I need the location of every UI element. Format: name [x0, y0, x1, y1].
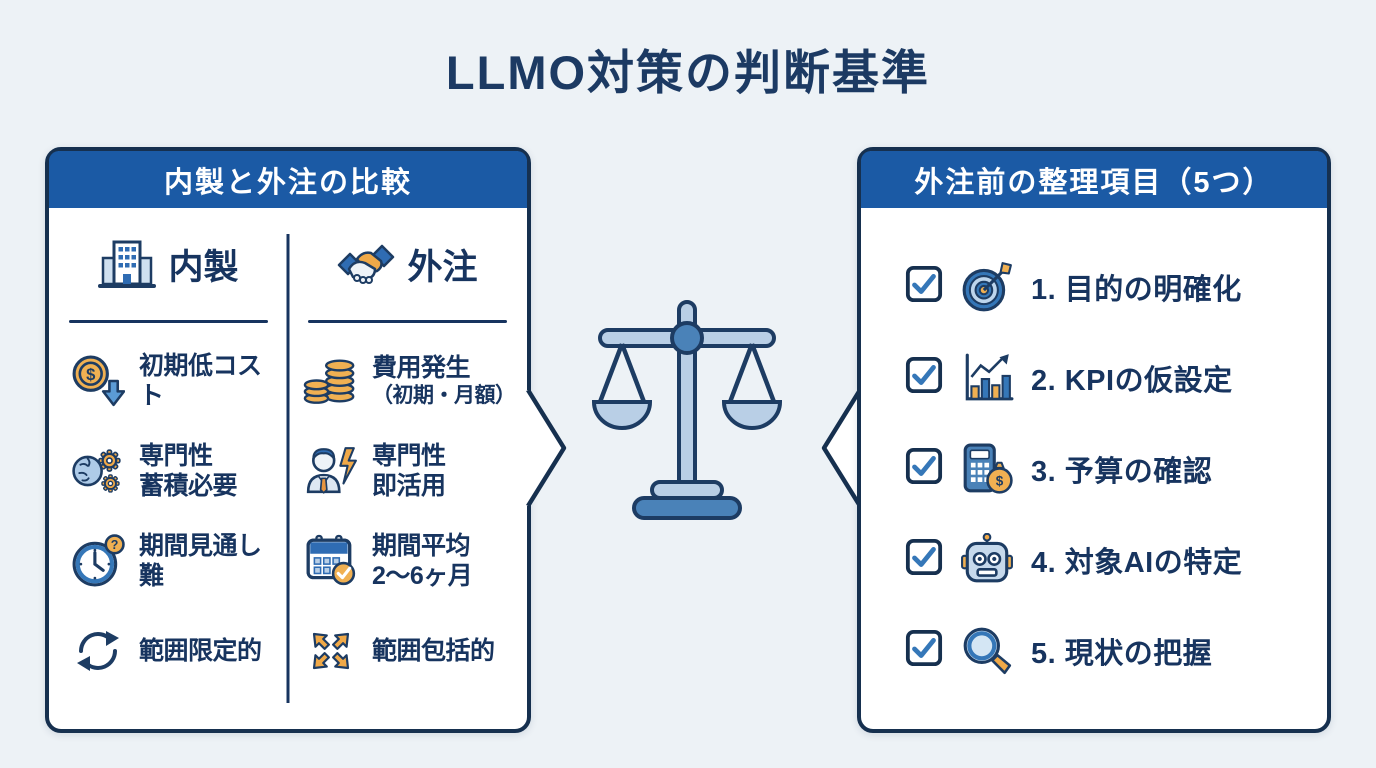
item-label: 期間見通し難	[139, 531, 262, 590]
item-label: （初期・月額）	[372, 383, 516, 407]
coin-stack-icon	[302, 355, 360, 407]
checklist-item-kpi: 2. KPIの仮設定	[905, 332, 1327, 423]
checklist-item-label: 4. 対象AIの特定	[1031, 546, 1243, 579]
column-inhouse: 内製 $ 初期低コスト	[49, 208, 288, 729]
column-divider	[286, 234, 290, 703]
item-label: 専門性	[372, 441, 446, 470]
bar-chart-icon	[958, 351, 1016, 405]
checkbox[interactable]	[905, 265, 943, 308]
item-label: 範囲包括的	[372, 636, 495, 665]
item-label: 期間平均	[372, 531, 471, 560]
checklist: 1. 目的の明確化 2. KPIの仮設定	[861, 208, 1327, 696]
outsource-item-expertise: 専門性即活用	[302, 427, 523, 514]
checklist-item-label: 2. KPIの仮設定	[1031, 364, 1233, 397]
svg-text:$: $	[86, 364, 95, 383]
checkbox[interactable]	[905, 447, 943, 490]
consultant-bolt-icon	[302, 444, 360, 498]
item-label: 専門性	[139, 441, 213, 470]
checklist-panel-header: 外注前の整理項目（5つ）	[861, 151, 1327, 208]
svg-text:?: ?	[111, 538, 119, 552]
column-outsource-label: 外注	[407, 247, 478, 287]
clock-question-icon: ?	[69, 533, 127, 588]
inhouse-item-scope: 範囲限定的	[69, 607, 284, 694]
item-label: 初期低コスト	[139, 351, 262, 410]
left-panel-pointer	[522, 388, 567, 508]
item-label: 範囲限定的	[139, 636, 262, 665]
checkbox[interactable]	[905, 629, 943, 672]
comparison-panel-header: 内製と外注の比較	[49, 151, 527, 208]
coin-discount-icon: $	[69, 354, 127, 408]
checklist-item-current-state: 5. 現状の把握	[905, 605, 1327, 696]
checklist-item-label: 3. 予算の確認	[1031, 455, 1213, 488]
column-rule	[69, 320, 268, 323]
column-rule	[308, 320, 507, 323]
checklist-panel: 外注前の整理項目（5つ） 1. 目的の明確化	[857, 147, 1331, 733]
comparison-body: 内製 $ 初期低コスト	[49, 208, 527, 729]
calendar-check-icon	[302, 534, 360, 588]
calculator-moneybag-icon: $	[958, 442, 1016, 496]
column-inhouse-label: 内製	[168, 247, 239, 287]
refresh-icon	[69, 625, 127, 677]
inhouse-item-expertise: 専門性蓄積必要	[69, 427, 284, 514]
checklist-item-label: 1. 目的の明確化	[1031, 273, 1242, 306]
checklist-item-target-ai: 4. 対象AIの特定	[905, 514, 1327, 605]
brain-gears-icon	[69, 444, 127, 498]
building-icon	[98, 237, 157, 291]
svg-text:$: $	[996, 473, 1004, 488]
outsource-item-scope: 範囲包括的	[302, 607, 523, 694]
item-label: 即活用	[372, 471, 446, 500]
checkbox[interactable]	[905, 356, 943, 399]
item-label: 費用発生	[372, 353, 471, 382]
item-label: 2〜6ヶ月	[372, 561, 473, 590]
checklist-item-budget: $ 3. 予算の確認	[905, 423, 1327, 514]
handshake-icon	[337, 239, 395, 289]
balance-scale-icon	[591, 300, 783, 530]
expand-arrows-icon	[302, 625, 360, 677]
comparison-panel: 内製と外注の比較	[45, 147, 531, 733]
magnifier-icon	[958, 624, 1016, 678]
outsource-item-cost: 費用発生（初期・月額）	[302, 337, 523, 424]
checkbox[interactable]	[905, 538, 943, 581]
target-icon	[958, 260, 1016, 314]
inhouse-item-cost: $ 初期低コスト	[69, 337, 284, 424]
inhouse-item-timeline: ? 期間見通し難	[69, 517, 284, 604]
right-panel-pointer	[821, 388, 866, 508]
checklist-item-purpose: 1. 目的の明確化	[905, 241, 1327, 332]
robot-icon	[958, 532, 1016, 587]
checklist-item-label: 5. 現状の把握	[1031, 637, 1213, 670]
item-label: 蓄積必要	[139, 471, 238, 500]
column-outsource: 外注	[288, 208, 527, 729]
page-title: LLMO対策の判断基準	[445, 46, 931, 99]
